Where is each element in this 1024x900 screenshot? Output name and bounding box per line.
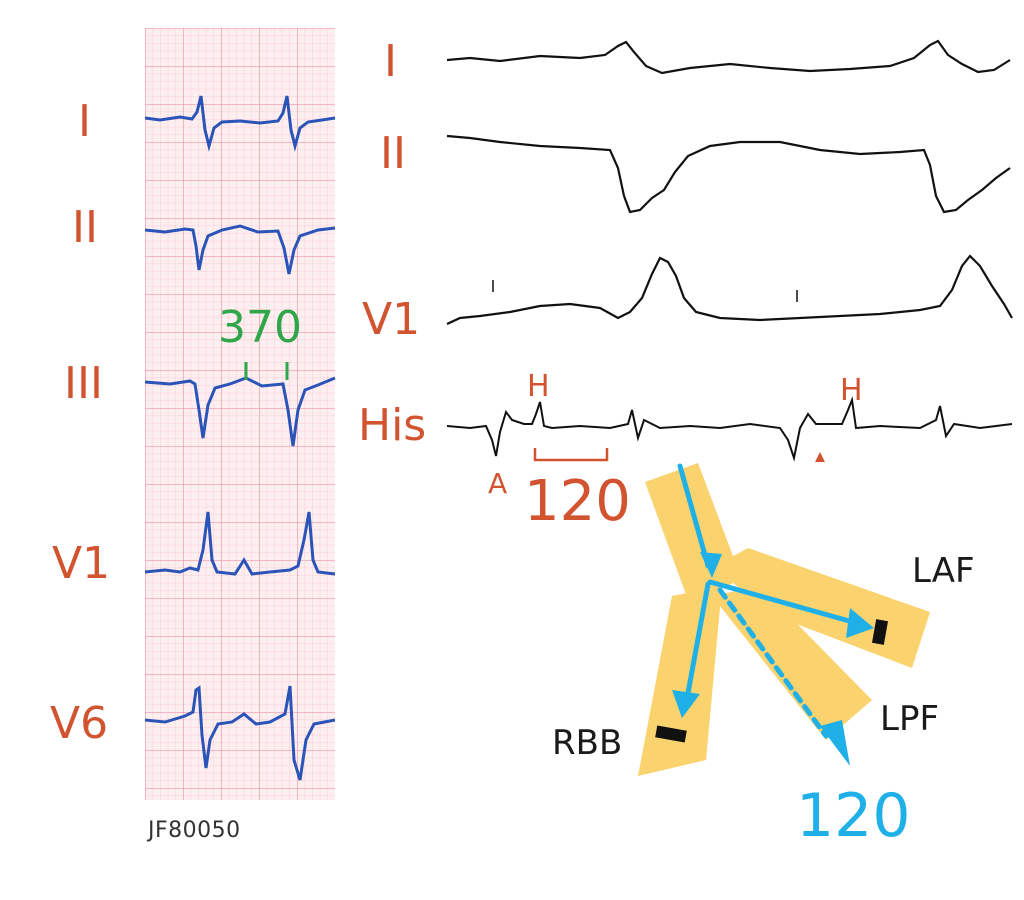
- arrow-laf: [846, 608, 874, 638]
- ic-trace-lead-II: [446, 134, 1011, 214]
- atrial-marker: A: [488, 467, 508, 500]
- ic-trace-lead-V1: [446, 254, 1013, 325]
- ic-label-lead-I: I: [384, 36, 397, 87]
- ecg-label-lead-V6: V6: [50, 698, 109, 749]
- ecg-label-lead-II: II: [72, 202, 98, 253]
- ic-trace-his: [446, 396, 1013, 462]
- arrow-his: [700, 552, 722, 578]
- ic-atrial-marker-small: [815, 452, 825, 462]
- ecg-trace-lead-V1: [144, 511, 336, 576]
- his-marker-2: H: [840, 373, 863, 408]
- his-marker-1: H: [527, 369, 550, 404]
- hv-interval-bracket: [533, 448, 609, 462]
- block-marker-rbb: [655, 725, 687, 743]
- left-posterior-fascicle: [712, 586, 872, 740]
- block-marker-laf: [872, 619, 888, 645]
- right-bundle-branch: [638, 586, 722, 776]
- hv-interval-label: 120: [524, 469, 631, 534]
- ecg-trace-lead-I: [144, 95, 336, 152]
- ecg-label-lead-I: I: [78, 96, 91, 147]
- ic-label-lead-II: II: [380, 128, 406, 179]
- branch-label-laf: LAF: [912, 551, 975, 591]
- arrow-lpf: [820, 720, 850, 766]
- ic-label-lead-V1: V1: [362, 294, 421, 345]
- ecg-grid-strip: [145, 28, 335, 800]
- ecg-interval-label: 370: [218, 302, 302, 353]
- branch-label-rbb: RBB: [552, 723, 623, 763]
- ecg-label-lead-V1: V1: [52, 538, 111, 589]
- ic-trace-lead-I: [446, 39, 1011, 75]
- ecg-trace-lead-III: [144, 376, 336, 447]
- his-bundle: [645, 463, 742, 600]
- arrow-rbb: [672, 690, 700, 718]
- lpf-delay-label: 120: [796, 781, 911, 851]
- branch-label-lpf: LPF: [880, 699, 940, 739]
- ecg-trace-lead-V6: [144, 685, 336, 781]
- ic-label-his: His: [358, 400, 427, 451]
- ecg-label-lead-III: III: [64, 358, 103, 409]
- ecg-trace-lead-II: [144, 224, 336, 275]
- ecg-strip-code: JF80050: [148, 818, 241, 843]
